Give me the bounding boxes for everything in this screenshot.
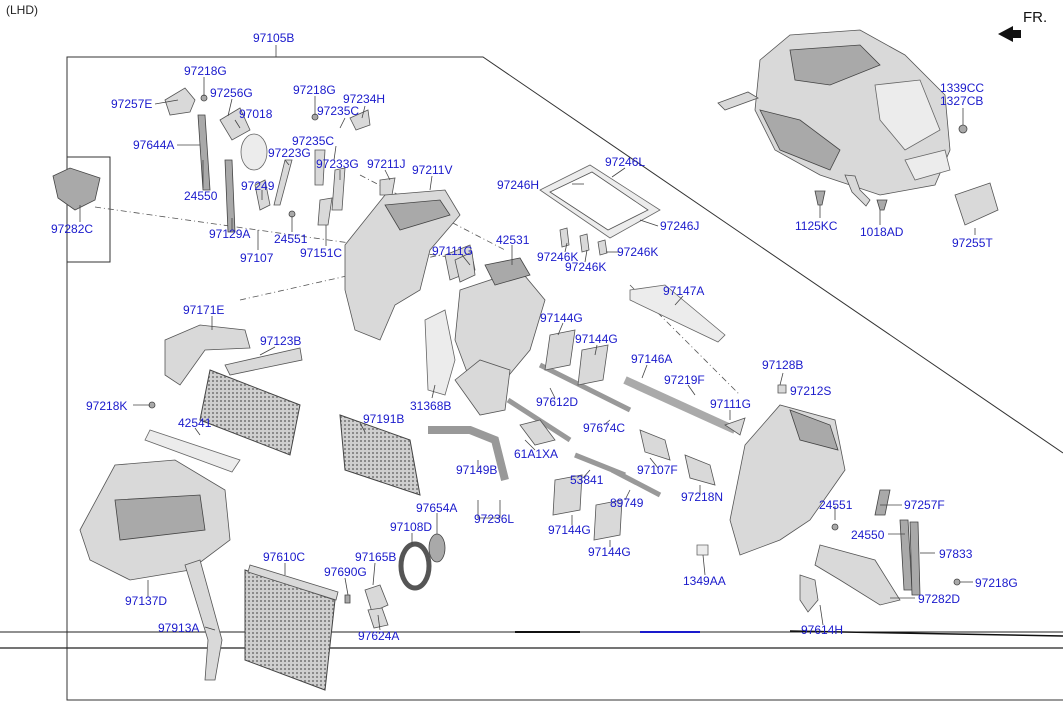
label-97107[interactable]: 97107 [240,251,274,265]
label-97146A[interactable]: 97146A [631,352,672,366]
label-97128B[interactable]: 97128B [762,358,803,372]
evaporator-illustration [244,414,421,691]
label-97219F[interactable]: 97219F [664,373,705,387]
label-97165B[interactable]: 97165B [355,550,396,564]
label-97149B[interactable]: 97149B [456,463,497,477]
label-97218G[interactable]: 97218G [184,64,227,78]
label-97249[interactable]: 97249 [241,179,275,193]
front-direction-label: FR. [1023,9,1047,26]
label-97108D[interactable]: 97108D [390,520,432,534]
label-42541[interactable]: 42541 [178,416,212,430]
label-97235C[interactable]: 97235C [317,104,359,118]
label-97218G[interactable]: 97218G [975,576,1018,590]
label-97191B[interactable]: 97191B [363,412,404,426]
front-arrow-icon [998,26,1021,42]
hose-rods-illustration [428,251,746,541]
label-97246K[interactable]: 97246K [537,250,578,264]
label-1339CC[interactable]: 1339CC [940,81,984,95]
label-97282D[interactable]: 97282D [918,592,960,606]
label-1327CB[interactable]: 1327CB [940,94,983,108]
label-42531[interactable]: 42531 [496,233,530,247]
label-61A1XA[interactable]: 61A1XA [514,447,558,461]
label-97256G[interactable]: 97256G [210,86,253,100]
label-97233G[interactable]: 97233G [316,157,359,171]
label-97913A[interactable]: 97913A [158,621,199,635]
leader-lines [79,77,976,631]
label-1125KC[interactable]: 1125KC [795,219,838,233]
seal-rings-illustration [344,533,446,629]
label-97246K[interactable]: 97246K [565,260,606,274]
label-97223G[interactable]: 97223G [268,146,311,160]
label-97614H[interactable]: 97614H [801,623,843,637]
label-24550[interactable]: 24550 [184,189,218,203]
label-97610C[interactable]: 97610C [263,550,305,564]
label-97236L[interactable]: 97236L [474,512,514,526]
label-97234H[interactable]: 97234H [343,92,385,106]
label-97612D[interactable]: 97612D [536,395,578,409]
heater-case-illustration [344,189,546,416]
label-97212S[interactable]: 97212S [790,384,831,398]
label-24550[interactable]: 24550 [851,528,885,542]
label-97111G[interactable]: 97111G [432,244,473,258]
label-97144G[interactable]: 97144G [548,523,591,537]
variant-label: (LHD) [6,3,38,17]
label-97690G[interactable]: 97690G [324,565,367,579]
label-97123B[interactable]: 97123B [260,334,301,348]
label-97246K[interactable]: 97246K [617,245,658,259]
label-97218N[interactable]: 97218N [681,490,723,504]
label-1018AD[interactable]: 1018AD [860,225,904,239]
label-97654A[interactable]: 97654A [416,501,457,515]
label-97257F[interactable]: 97257F [904,498,945,512]
label-97129A[interactable]: 97129A [209,227,250,241]
label-97147A[interactable]: 97147A [663,284,704,298]
label-97218K[interactable]: 97218K [86,399,127,413]
label-97171E[interactable]: 97171E [183,303,224,317]
label-53841[interactable]: 53841 [570,473,604,487]
label-97211V[interactable]: 97211V [412,163,452,177]
label-97144G[interactable]: 97144G [575,332,618,346]
lower-case-illustration [79,459,231,681]
label-24551[interactable]: 24551 [819,498,853,512]
filter-frame-illustration [539,164,661,256]
label-97255T[interactable]: 97255T [952,236,993,250]
label-97257E[interactable]: 97257E [111,97,152,111]
label-97624A[interactable]: 97624A [358,629,399,643]
label-97674C[interactable]: 97674C [583,421,625,435]
label-97218G[interactable]: 97218G [293,83,336,97]
label-97246L[interactable]: 97246L [605,155,645,169]
heater-core-illustration [144,324,303,473]
label-97111G[interactable]: 97111G [710,397,751,411]
label-97144G[interactable]: 97144G [588,545,631,559]
label-31368B[interactable]: 31368B [410,399,451,413]
label-97644A[interactable]: 97644A [133,138,174,152]
label-97144G[interactable]: 97144G [540,311,583,325]
part-labels: 97218G 97256G 97257E 97018 97644A 24550 … [51,64,1018,643]
label-97018[interactable]: 97018 [239,107,273,121]
label-97235C[interactable]: 97235C [292,134,334,148]
label-97246H[interactable]: 97246H [497,178,539,192]
label-97137D[interactable]: 97137D [125,594,167,608]
right-case-illustration [696,384,921,613]
label-97246J[interactable]: 97246J [660,219,699,233]
main-assembly-label[interactable]: 97105B [253,31,294,45]
label-97107F[interactable]: 97107F [637,463,678,477]
small-bracket-parts [52,87,961,586]
hvac-assembly-illustration [717,29,999,226]
label-97282C[interactable]: 97282C [51,222,93,236]
label-24551[interactable]: 24551 [274,232,308,246]
label-1349AA[interactable]: 1349AA [683,574,726,588]
label-97211J[interactable]: 97211J [367,157,405,171]
label-97151C[interactable]: 97151C [300,246,342,260]
label-97833[interactable]: 97833 [939,547,973,561]
baseline-strokes [0,630,1063,649]
label-89749[interactable]: 89749 [610,496,644,510]
